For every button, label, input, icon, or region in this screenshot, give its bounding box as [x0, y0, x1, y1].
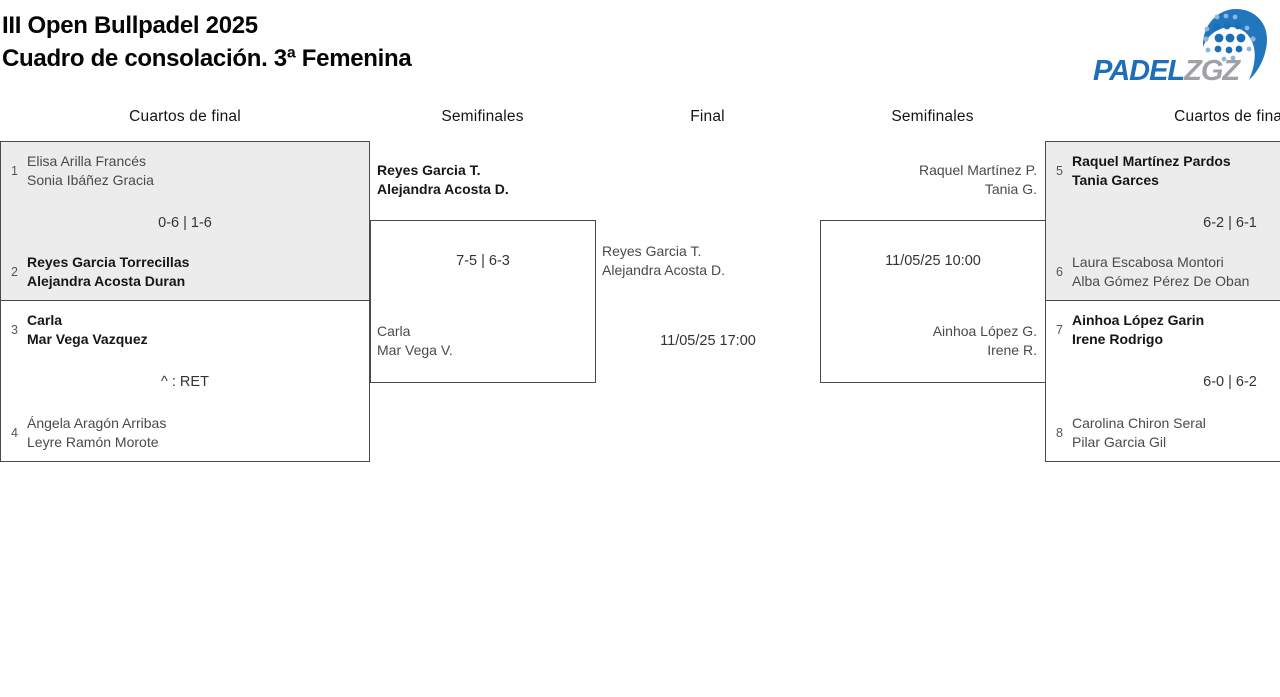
final-team-top: Reyes Garcia T. Alejandra Acosta D. — [602, 242, 725, 280]
match-score: 0-6 | 1-6 — [158, 215, 212, 231]
seed-number: 5 — [1056, 164, 1063, 178]
team-names: Ainhoa López Garin Irene Rodrigo — [1072, 311, 1204, 349]
team-slot: 5 Raquel Martínez Pardos Tania Garces — [1053, 152, 1231, 190]
team-slot: 1 Elisa Arilla Francés Sonia Ibáñez Grac… — [8, 152, 154, 190]
sf-left-team-bottom: Carla Mar Vega V. — [377, 322, 453, 360]
player-name: Raquel Martínez Pardos — [1072, 153, 1231, 169]
player-name: Irene Rodrigo — [1072, 331, 1164, 347]
player-name: Carla — [27, 312, 63, 328]
team-names: Carla Mar Vega Vazquez — [27, 311, 148, 349]
page-title: III Open Bullpadel 2025 Cuadro de consol… — [2, 9, 412, 75]
match-box-sf-right[interactable] — [820, 220, 1046, 383]
logo-text-zgz: ZGZ — [1183, 55, 1241, 87]
seed-number: 3 — [11, 323, 18, 337]
seed-number: 1 — [11, 164, 18, 178]
logo-text-padel: PADEL — [1093, 55, 1184, 87]
player-name: Carolina Chiron Seral — [1072, 415, 1206, 431]
player-name: Irene R. — [987, 342, 1037, 358]
team-slot: 3 Carla Mar Vega Vazquez — [8, 311, 148, 349]
seed-number: 6 — [1056, 265, 1063, 279]
team-slot: 7 Ainhoa López Garin Irene Rodrigo — [1053, 311, 1204, 349]
team-names: Elisa Arilla Francés Sonia Ibáñez Gracia — [27, 152, 154, 190]
player-name: Ángela Aragón Arribas — [27, 415, 167, 431]
player-name: Reyes Garcia T. — [602, 243, 702, 259]
player-name: Ainhoa López Garin — [1072, 312, 1205, 328]
player-name: Mar Vega V. — [377, 342, 453, 358]
round-header-sf-left: Semifinales — [441, 108, 524, 125]
round-header-sf-right: Semifinales — [891, 108, 974, 125]
sf-left-team-top: Reyes Garcia T. Alejandra Acosta D. — [377, 161, 509, 199]
match-score: 6-0 | 6-2 — [1203, 374, 1257, 390]
team-names: Laura Escabosa Montori Alba Gómez Pérez … — [1072, 253, 1249, 291]
player-name: Raquel Martínez P. — [918, 162, 1037, 178]
seed-number: 8 — [1056, 426, 1063, 440]
round-header-final: Final — [690, 108, 725, 125]
match-box-qf4[interactable]: 7 Ainhoa López Garin Irene Rodrigo 6-0 |… — [1045, 300, 1280, 462]
team-slot: 8 Carolina Chiron Seral Pilar Garcia Gil — [1053, 414, 1206, 452]
logo-wordmark: PADELZGZ — [1093, 55, 1241, 87]
team-slot: 4 Ángela Aragón Arribas Leyre Ramón Moro… — [8, 414, 166, 452]
player-name: Alejandra Acosta D. — [377, 181, 509, 197]
team-names: Carolina Chiron Seral Pilar Garcia Gil — [1072, 414, 1206, 452]
player-name: Tania Garces — [1072, 172, 1159, 188]
player-name: Alejandra Acosta D. — [602, 262, 725, 278]
team-slot: 6 Laura Escabosa Montori Alba Gómez Pére… — [1053, 253, 1249, 291]
player-name: Laura Escabosa Montori — [1072, 254, 1224, 270]
match-box-qf1[interactable]: 1 Elisa Arilla Francés Sonia Ibáñez Grac… — [0, 141, 370, 301]
round-header-qf-right: Cuartos de final — [1174, 108, 1280, 125]
player-name: Alba Gómez Pérez De Oban — [1072, 273, 1250, 289]
seed-number: 2 — [11, 265, 18, 279]
draw-subtitle: Cuadro de consolación. 3ª Femenina — [2, 45, 412, 72]
player-name: Leyre Ramón Morote — [27, 434, 159, 450]
seed-number: 7 — [1056, 323, 1063, 337]
player-name: Ainhoa López G. — [932, 323, 1037, 339]
match-box-qf3[interactable]: 5 Raquel Martínez Pardos Tania Garces 6-… — [1045, 141, 1280, 301]
player-name: Carla — [377, 323, 411, 339]
match-box-qf2[interactable]: 3 Carla Mar Vega Vazquez ^ : RET 4 Ángel… — [0, 300, 370, 462]
team-names: Raquel Martínez Pardos Tania Garces — [1072, 152, 1231, 190]
padelzgz-logo: PADELZGZ — [1093, 9, 1267, 87]
player-name: Alejandra Acosta Duran — [27, 273, 186, 289]
match-score: 6-2 | 6-1 — [1203, 215, 1257, 231]
sf-right-team-bottom: Ainhoa López G. Irene R. — [820, 322, 1037, 360]
team-names: Reyes Garcia Torrecillas Alejandra Acost… — [27, 253, 189, 291]
player-name: Elisa Arilla Francés — [27, 153, 147, 169]
team-names: Ángela Aragón Arribas Leyre Ramón Morote — [27, 414, 166, 452]
sf-right-team-top: Raquel Martínez P. Tania G. — [820, 161, 1037, 199]
round-header-qf-left: Cuartos de final — [129, 108, 241, 125]
tournament-title: III Open Bullpadel 2025 — [2, 12, 258, 39]
team-slot: 2 Reyes Garcia Torrecillas Alejandra Aco… — [8, 253, 189, 291]
sf-left-score: 7-5 | 6-3 — [456, 253, 510, 269]
player-name: Sonia Ibáñez Gracia — [27, 172, 154, 188]
player-name: Reyes Garcia Torrecillas — [27, 254, 190, 270]
final-schedule: 11/05/25 17:00 — [660, 333, 756, 349]
player-name: Pilar Garcia Gil — [1072, 434, 1167, 450]
player-name: Mar Vega Vazquez — [27, 331, 148, 347]
match-score: ^ : RET — [161, 374, 209, 390]
player-name: Tania G. — [984, 181, 1037, 197]
sf-right-schedule: 11/05/25 10:00 — [885, 253, 981, 269]
player-name: Reyes Garcia T. — [377, 162, 481, 178]
seed-number: 4 — [11, 426, 18, 440]
logo-dot-cluster — [1203, 13, 1256, 62]
match-box-sf-left[interactable] — [370, 220, 596, 383]
